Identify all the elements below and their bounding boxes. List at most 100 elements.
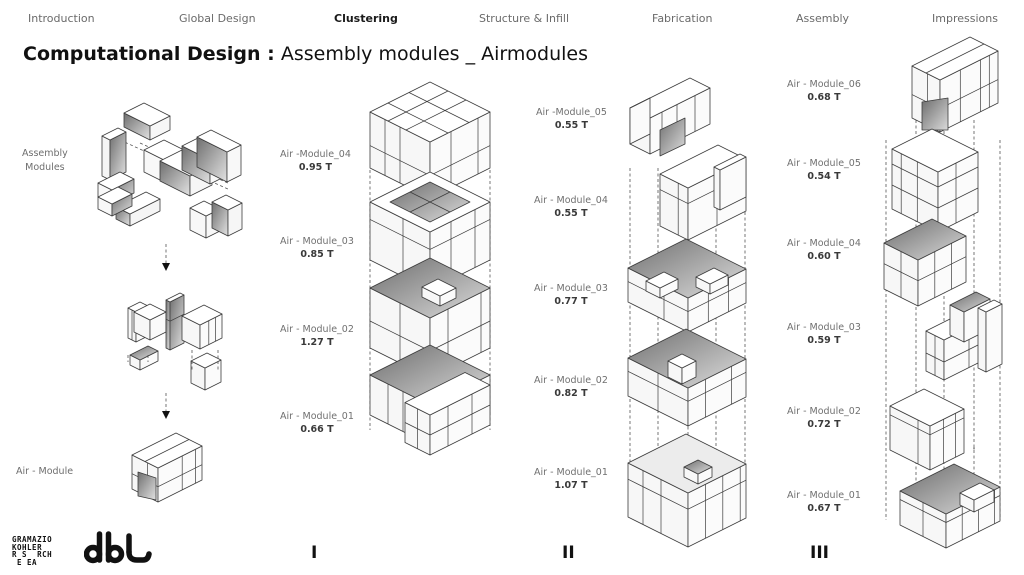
block-edge bbox=[917, 256, 967, 282]
block-edge bbox=[899, 499, 947, 523]
block-top-face bbox=[627, 433, 747, 494]
block-top-face bbox=[211, 194, 243, 211]
block-edge bbox=[369, 219, 431, 250]
block-edge bbox=[429, 320, 491, 352]
arrow-down-icon bbox=[162, 411, 170, 419]
block-cavity bbox=[659, 117, 686, 157]
col1-module-02-label: Air - Module_02 1.27 T bbox=[280, 323, 354, 349]
module-name: Air -Module_05 bbox=[536, 107, 607, 118]
block-top-face bbox=[421, 278, 457, 297]
block-top-face bbox=[123, 102, 171, 127]
module-name: Air - Module_06 bbox=[787, 79, 861, 90]
block-edge bbox=[939, 79, 999, 109]
assembly-modules-label-line1: Assembly bbox=[22, 148, 68, 159]
block-edge bbox=[687, 371, 747, 402]
block-edge bbox=[659, 189, 689, 204]
block-edge bbox=[429, 145, 491, 176]
block-top-face bbox=[196, 129, 242, 153]
block-edge bbox=[891, 163, 939, 188]
block-left-face bbox=[713, 166, 721, 211]
block-top-face bbox=[190, 352, 222, 369]
module-name: Air - Module_01 bbox=[787, 490, 861, 501]
block-top-face bbox=[129, 345, 159, 361]
block-edge bbox=[165, 318, 171, 322]
col3-module-06-label: Air - Module_06 0.68 T bbox=[787, 78, 861, 104]
block-top-face bbox=[883, 218, 967, 261]
nav-item-global-design[interactable]: Global Design bbox=[179, 12, 256, 25]
stack-column-1-drawing bbox=[369, 81, 491, 456]
block-edge bbox=[929, 417, 965, 436]
block-top-face bbox=[977, 299, 1003, 313]
module-name: Air - Module_04 bbox=[787, 238, 861, 249]
module-name: Air - Module_04 bbox=[534, 195, 608, 206]
gramazio-kohler-logo: GRAMAZIO KOHLER R S RCH E EA bbox=[12, 535, 53, 567]
block-edge bbox=[937, 187, 979, 209]
block-edge bbox=[409, 191, 451, 213]
column-numeral-1: I bbox=[311, 543, 318, 563]
block-top-face bbox=[133, 303, 167, 321]
block-edge bbox=[925, 352, 945, 363]
nav-item-assembly[interactable]: Assembly bbox=[796, 12, 850, 25]
block-top-face bbox=[667, 353, 697, 369]
block-top-face bbox=[97, 171, 135, 191]
block-top-face bbox=[165, 292, 185, 303]
col2-module-03-label: Air - Module_03 0.77 T bbox=[534, 282, 608, 308]
page-title-bold: Computational Design : bbox=[23, 43, 275, 65]
col3-module-01-label: Air - Module_01 0.67 T bbox=[787, 489, 861, 515]
block-top-face bbox=[891, 128, 979, 173]
block-edge bbox=[627, 370, 689, 402]
block-edge bbox=[429, 219, 491, 250]
assembly-modules-label: Assembly Modules bbox=[22, 147, 68, 175]
nav-item-clustering[interactable]: Clustering bbox=[334, 12, 398, 25]
col1-module-04-label: Air -Module_04 0.95 T bbox=[280, 148, 351, 174]
block-cavity bbox=[137, 471, 157, 501]
module-weight: 0.82 T bbox=[554, 388, 588, 399]
block-edge bbox=[387, 102, 449, 134]
block-top-face bbox=[404, 372, 491, 416]
block-top-face bbox=[629, 97, 651, 109]
module-weight: 0.55 T bbox=[554, 208, 588, 219]
module-weight: 1.07 T bbox=[554, 480, 588, 491]
nav-item-introduction[interactable]: Introduction bbox=[28, 12, 95, 25]
block-edge bbox=[408, 92, 470, 123]
block-edge bbox=[627, 478, 689, 510]
column-numeral-3: III bbox=[810, 543, 829, 563]
block-edge bbox=[369, 145, 431, 176]
module-name: Air - Module_02 bbox=[787, 406, 861, 417]
top-navigation: Introduction Global Design Clustering St… bbox=[0, 12, 1024, 30]
block-edge bbox=[144, 439, 190, 462]
module-weight: 0.66 T bbox=[300, 424, 334, 435]
col2-module-04-label: Air - Module_04 0.55 T bbox=[534, 194, 608, 220]
block-edge bbox=[883, 263, 919, 282]
module-weight: 0.54 T bbox=[807, 171, 841, 182]
module-weight: 0.59 T bbox=[807, 335, 841, 346]
col1-module-03-label: Air - Module_03 0.85 T bbox=[280, 235, 354, 261]
nav-item-structure-infill[interactable]: Structure & Infill bbox=[479, 12, 569, 25]
block-top-face bbox=[889, 388, 965, 427]
nav-item-fabrication[interactable]: Fabrication bbox=[652, 12, 713, 25]
col3-module-02-label: Air - Module_02 0.72 T bbox=[787, 405, 861, 431]
block-edge bbox=[369, 320, 431, 352]
module-name: Air - Module_02 bbox=[280, 324, 354, 335]
module-name: Air - Module_05 bbox=[787, 158, 861, 169]
assembly-modules-label-line2: Modules bbox=[25, 162, 65, 173]
page-title-subtitle: Assembly modules _ Airmodules bbox=[280, 43, 588, 65]
block-edge bbox=[157, 464, 203, 488]
block-edge bbox=[889, 414, 931, 436]
module-weight: 1.27 T bbox=[300, 337, 334, 348]
module-name: Air - Module_03 bbox=[787, 322, 861, 333]
block-edge bbox=[405, 99, 467, 131]
col2-module-02-label: Air - Module_02 0.82 T bbox=[534, 374, 608, 400]
block-top-face bbox=[949, 291, 991, 313]
block-top-face bbox=[97, 186, 133, 205]
block-edge bbox=[169, 313, 185, 322]
col2-module-05-label: Air -Module_05 0.55 T bbox=[536, 106, 607, 132]
block-edge bbox=[687, 282, 747, 312]
dbt-logo bbox=[84, 531, 152, 564]
module-name: Air - Module_03 bbox=[280, 236, 354, 247]
arrow-down-icon bbox=[162, 263, 170, 271]
block-left-face bbox=[977, 307, 987, 373]
nav-item-impressions[interactable]: Impressions bbox=[932, 12, 998, 25]
col2-module-01-label: Air - Module_01 1.07 T bbox=[534, 466, 608, 492]
block-cavity bbox=[921, 97, 949, 131]
